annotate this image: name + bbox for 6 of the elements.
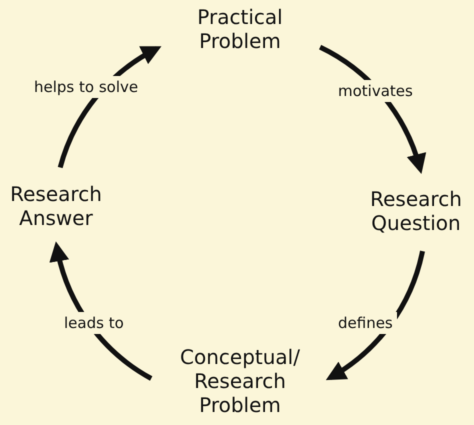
node-label: Practical Problem: [196, 5, 284, 53]
node-label: Conceptual/ Research Problem: [179, 345, 301, 417]
node-label: Research Question: [369, 187, 463, 235]
curved-arrow: [326, 250, 425, 380]
node-label: Research Answer: [9, 182, 103, 230]
curved-arrow: [50, 241, 153, 381]
